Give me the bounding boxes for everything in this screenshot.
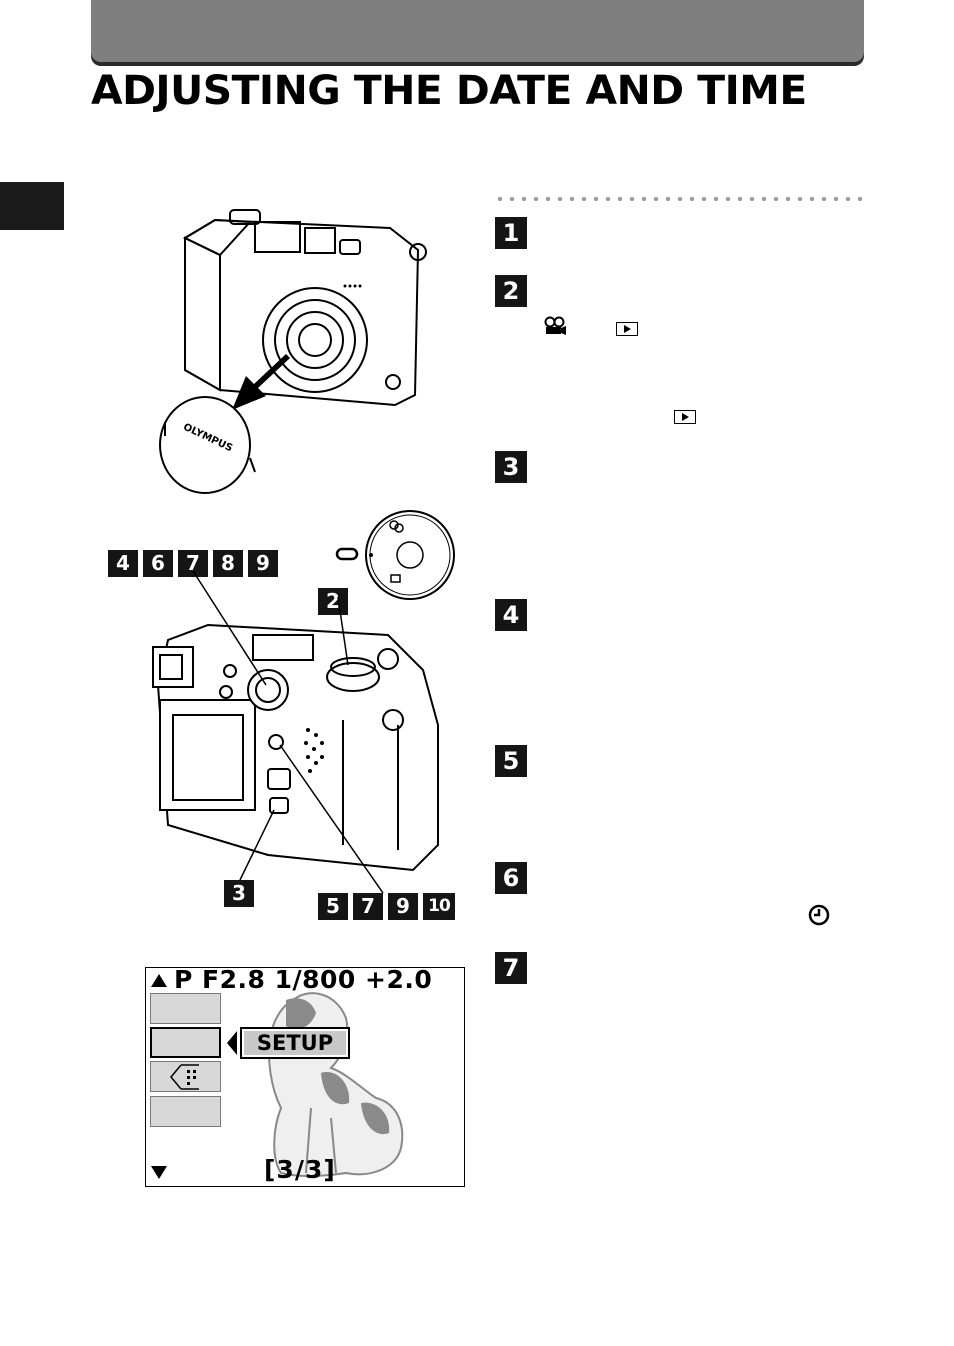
callout-group-ok-button: 5 7 9 10 — [318, 893, 455, 920]
menu-cell — [150, 993, 221, 1024]
step-7-number: 7 — [495, 952, 527, 984]
step-6-number: 6 — [495, 862, 527, 894]
callout-number: 9 — [248, 550, 278, 577]
camera-back-illustration — [152, 570, 439, 894]
playback-icon — [674, 410, 696, 424]
dotted-divider — [494, 197, 866, 201]
lcd-status-line: P F2.8 1/800 +2.0 — [174, 965, 433, 994]
callout-number: 6 — [143, 550, 173, 577]
lcd-menu-screen: P F2.8 1/800 +2.0 SETUP [3/3] — [145, 965, 465, 1187]
step-1-number: 1 — [495, 217, 527, 249]
callout-number: 3 — [224, 880, 254, 907]
playback-icon — [616, 322, 638, 336]
camera-front-illustration: OLYMPUS — [159, 209, 427, 494]
mode-dial-illustration — [335, 510, 455, 600]
callout-number: 7 — [353, 893, 383, 920]
scroll-up-arrow-icon — [151, 974, 167, 987]
dog-background-image — [268, 992, 404, 1178]
step-4-number: 4 — [495, 599, 527, 631]
callout-number: 8 — [213, 550, 243, 577]
callout-group-mode-dial: 2 — [318, 588, 348, 615]
menu-cell — [150, 1096, 221, 1127]
card-setup-icon — [170, 1064, 199, 1090]
menu-cell-card — [150, 1061, 221, 1092]
chapter-tab-marker — [0, 182, 64, 230]
header-bar — [91, 0, 864, 62]
callout-number: 4 — [108, 550, 138, 577]
callout-group-monitor-button: 3 — [224, 880, 254, 907]
step-5-number: 5 — [495, 745, 527, 777]
step-3-number: 3 — [495, 451, 527, 483]
callout-group-cross-key: 4 6 7 8 9 — [108, 550, 278, 577]
selection-pointer-icon — [227, 1031, 237, 1055]
setup-label: SETUP — [244, 1031, 346, 1055]
callout-number: 2 — [318, 588, 348, 615]
lcd-page-indicator: [3/3] — [264, 1155, 336, 1184]
page-title: ADJUSTING THE DATE AND TIME — [91, 68, 807, 114]
callout-number: 10 — [423, 893, 455, 920]
menu-cell-selected — [150, 1027, 221, 1058]
callout-number: 9 — [388, 893, 418, 920]
scroll-down-arrow-icon — [151, 1166, 167, 1179]
movie-mode-icon — [544, 316, 566, 335]
callout-number: 5 — [318, 893, 348, 920]
step-2-number: 2 — [495, 275, 527, 307]
setup-menu-tab: SETUP — [240, 1027, 350, 1059]
clock-icon — [808, 904, 830, 926]
callout-number: 7 — [178, 550, 208, 577]
